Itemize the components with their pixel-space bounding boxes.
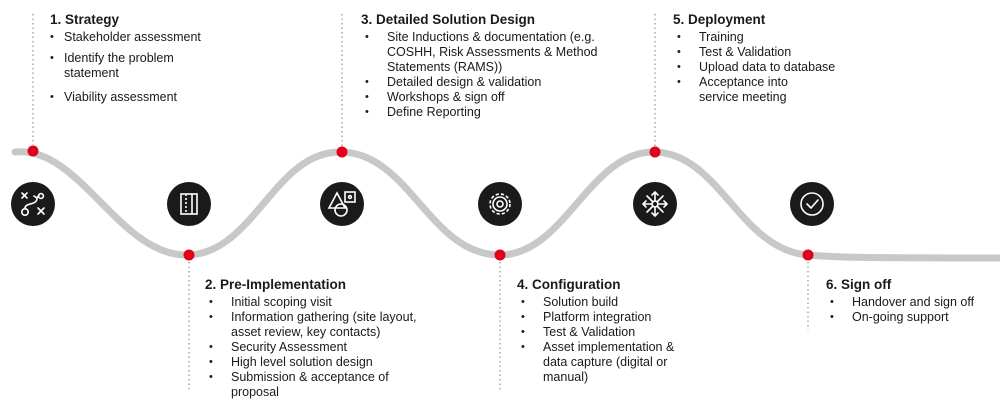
list-item: Asset implementation & data capture (dig… xyxy=(517,340,693,385)
stage-4: 4. Configuration Solution build Platform… xyxy=(517,277,707,385)
list-item: Upload data to database xyxy=(673,60,873,75)
network-hub-icon xyxy=(633,182,677,226)
dotted-leaders xyxy=(32,14,809,392)
list-item: Initial scoping visit xyxy=(205,295,420,310)
list-item: Workshops & sign off xyxy=(361,90,611,105)
list-item: Viability assessment xyxy=(50,90,210,105)
gear-icon xyxy=(478,182,522,226)
stage-3-title: 3. Detailed Solution Design xyxy=(361,12,536,27)
list-item: Information gathering (site layout, asse… xyxy=(205,310,420,340)
stage-6-title: 6. Sign off xyxy=(826,277,892,292)
milestone-dot-2 xyxy=(183,249,195,261)
list-item: Handover and sign off xyxy=(826,295,998,310)
shapes-design-icon xyxy=(320,182,364,226)
list-item: On-going support xyxy=(826,310,998,325)
blueprint-frame-icon xyxy=(167,182,211,226)
stage-2-title: 2. Pre-Implementation xyxy=(205,277,347,292)
list-item: Submission & acceptance of proposal xyxy=(205,370,401,400)
list-item: Training xyxy=(673,30,873,45)
stage-6: 6. Sign off Handover and sign off On-goi… xyxy=(826,277,998,325)
milestone-dot-6 xyxy=(802,249,814,261)
milestone-dot-1 xyxy=(27,145,39,157)
stage-1-list: Stakeholder assessment Identify the prob… xyxy=(50,30,210,105)
stage-3-list: Site Inductions & documentation (e.g. CO… xyxy=(361,30,611,120)
list-item: High level solution design xyxy=(205,355,420,370)
stage-3: 3. Detailed Solution Design Site Inducti… xyxy=(361,12,611,120)
stage-1-title: 1. Strategy xyxy=(50,12,120,27)
route-plan-icon xyxy=(11,182,55,226)
stage-6-list: Handover and sign off On-going support xyxy=(826,295,998,325)
stage-2: 2. Pre-Implementation Initial scoping vi… xyxy=(205,277,420,400)
list-item: Acceptance into service meeting xyxy=(673,75,814,105)
check-circle-icon xyxy=(790,182,834,226)
stage-4-list: Solution build Platform integration Test… xyxy=(517,295,707,385)
list-item: Identify the problem statement xyxy=(50,51,210,81)
list-item: Stakeholder assessment xyxy=(50,30,210,45)
milestone-dot-3 xyxy=(336,146,348,158)
stage-2-list: Initial scoping visit Information gather… xyxy=(205,295,420,400)
milestone-dot-5 xyxy=(649,146,661,158)
list-item: Define Reporting xyxy=(361,105,611,120)
list-item: Site Inductions & documentation (e.g. CO… xyxy=(361,30,611,75)
stage-5: 5. Deployment Training Test & Validation… xyxy=(673,12,873,105)
stage-1: 1. Strategy Stakeholder assessment Ident… xyxy=(50,12,210,111)
list-item: Detailed design & validation xyxy=(361,75,611,90)
list-item: Test & Validation xyxy=(517,325,707,340)
list-item: Security Assessment xyxy=(205,340,420,355)
milestone-dot-4 xyxy=(494,249,506,261)
stage-4-title: 4. Configuration xyxy=(517,277,621,292)
stage-5-title: 5. Deployment xyxy=(673,12,766,27)
list-item: Solution build xyxy=(517,295,707,310)
stage-5-list: Training Test & Validation Upload data t… xyxy=(673,30,873,105)
list-item: Test & Validation xyxy=(673,45,873,60)
list-item: Platform integration xyxy=(517,310,707,325)
